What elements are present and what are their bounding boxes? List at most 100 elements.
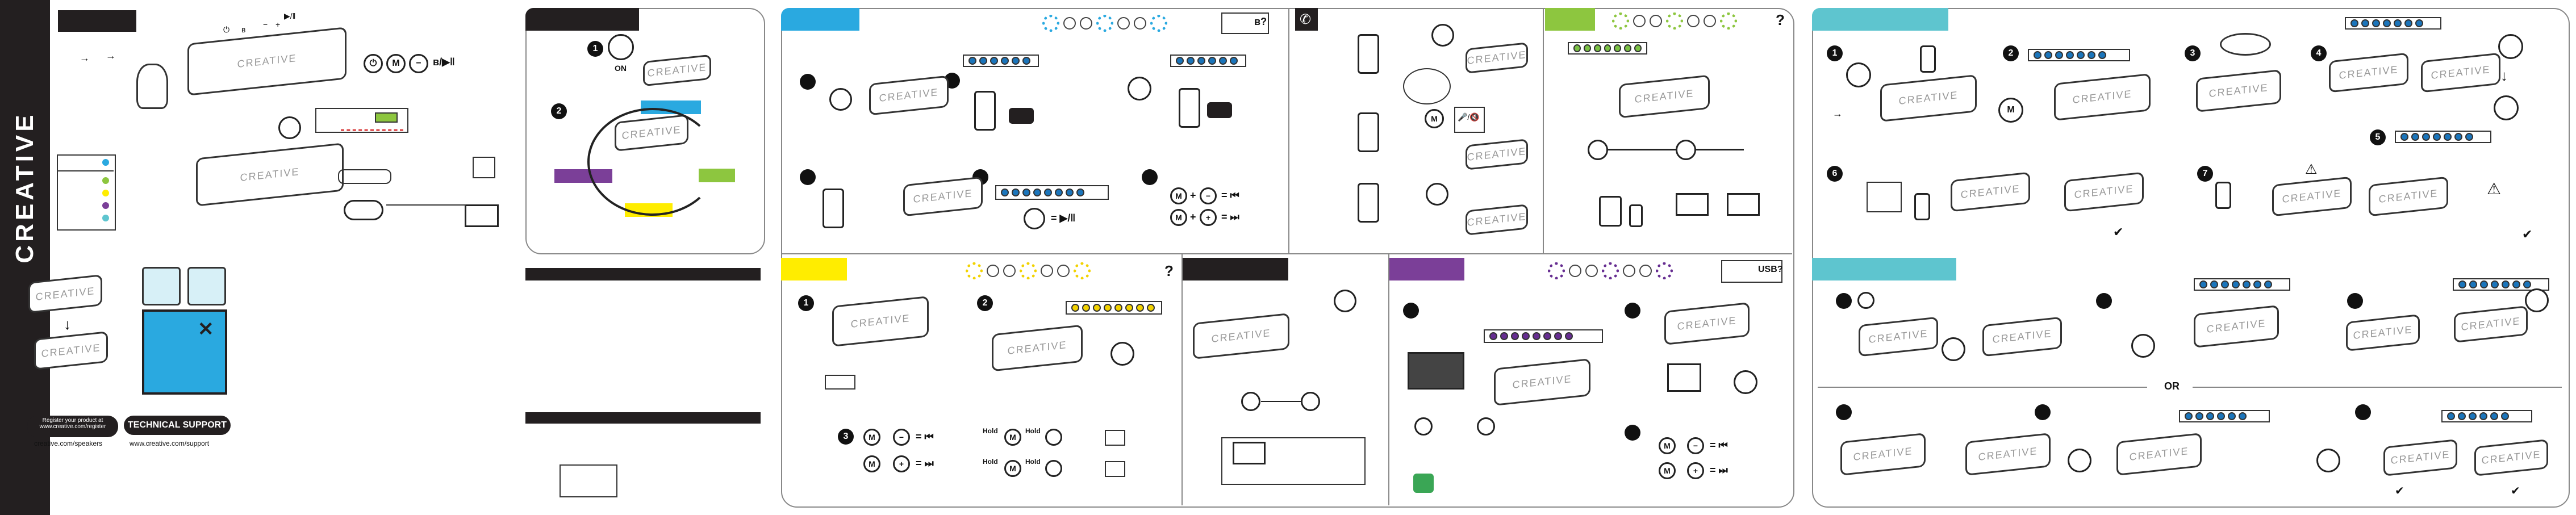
support-pill[interactable]: TECHNICAL SUPPORT xyxy=(124,416,231,435)
pair-phone-7 xyxy=(2215,182,2231,209)
card-hold-m-2: M xyxy=(1004,460,1021,477)
sun-icon xyxy=(1548,262,1565,279)
top-symbol-minus: − xyxy=(263,20,268,29)
led xyxy=(2055,51,2063,59)
led xyxy=(2034,51,2041,59)
card-hold-plus xyxy=(1045,460,1062,477)
pair-button-4 xyxy=(2498,34,2523,59)
pair-down-arrow: ↓ xyxy=(2500,67,2508,84)
submerge-warning-icon xyxy=(142,309,227,395)
bt-led-strip-3 xyxy=(995,185,1109,200)
call-button-1 xyxy=(1431,24,1454,47)
pair-speaker-top-view xyxy=(2220,33,2271,56)
tws-button-icon-6 xyxy=(2316,449,2340,472)
bt-step-marker-3 xyxy=(800,169,816,185)
tws-button-icon-2 xyxy=(1942,337,1965,361)
led xyxy=(2479,412,2487,420)
pair-step5: 5 xyxy=(2370,129,2386,145)
aux-phone xyxy=(1629,204,1643,227)
plus-button-icon: + xyxy=(1200,209,1217,226)
led xyxy=(2469,280,2477,288)
call-m-button: M xyxy=(1425,109,1444,128)
main-horizontal-divider xyxy=(781,253,1792,254)
usb-laptop-screen xyxy=(1408,352,1464,390)
tws-led-strip-1 xyxy=(2194,278,2290,291)
power-panel-header xyxy=(525,8,639,31)
led xyxy=(2243,280,2251,288)
pair-button-1 xyxy=(1846,62,1871,87)
usb-laptop xyxy=(1233,442,1266,464)
pair-led-strip-1 xyxy=(2028,49,2130,61)
pair-phone-6 xyxy=(1914,193,1930,220)
led xyxy=(2217,412,2225,420)
led-off xyxy=(1633,15,1646,27)
led xyxy=(2098,51,2106,59)
sun-icon xyxy=(1666,12,1683,30)
top-symbol-plus: + xyxy=(275,20,281,29)
tws-check-1: ✔ xyxy=(2395,485,2404,497)
top-symbol-bt: ʙ xyxy=(241,25,246,34)
sun-icon xyxy=(966,262,983,279)
led xyxy=(2458,280,2466,288)
card-m-button-2: M xyxy=(863,455,880,472)
download-icon[interactable] xyxy=(1413,474,1434,493)
power-on-label: ON xyxy=(615,64,627,73)
support-label: TECHNICAL SUPPORT xyxy=(128,420,227,430)
pair-phone-1 xyxy=(1920,45,1936,73)
tws-button-icon-3 xyxy=(2131,334,2155,358)
pair-device-box xyxy=(1867,182,1902,212)
register-url[interactable]: creative.com/speakers xyxy=(34,439,103,447)
bt-button-icon xyxy=(829,88,852,111)
pair-header xyxy=(1812,8,1948,31)
card-header xyxy=(781,258,847,280)
tws-step-marker-3 xyxy=(2347,293,2363,309)
call-button-3 xyxy=(1426,183,1448,206)
led xyxy=(2469,412,2477,420)
led xyxy=(1033,189,1041,196)
aux-jack-right xyxy=(1676,140,1696,160)
led xyxy=(2501,412,2509,420)
usb-led-strip xyxy=(1484,329,1603,343)
card-hold-2: Hold xyxy=(1025,427,1041,435)
led xyxy=(2087,51,2095,59)
led xyxy=(1593,44,1601,52)
led-off xyxy=(1117,17,1130,30)
led xyxy=(2523,280,2531,288)
usb-step-marker-2 xyxy=(1625,303,1640,319)
arrow-left-1: → xyxy=(80,52,90,64)
usb-jack-left xyxy=(1241,392,1260,411)
water-icon-ok-1 xyxy=(142,267,181,305)
tws-button-icon-1 xyxy=(1857,292,1874,309)
led xyxy=(1583,44,1591,52)
mode-table xyxy=(57,154,116,231)
sun-icon xyxy=(1656,262,1673,279)
mode-dot-blue xyxy=(102,159,109,166)
bt-phone-icon xyxy=(974,91,996,131)
text-bar-2 xyxy=(525,412,761,424)
aux-jack-left xyxy=(1588,140,1608,160)
register-pill[interactable]: Register your product at www.creative.co… xyxy=(27,416,118,437)
led xyxy=(2228,412,2236,420)
sun-icon xyxy=(1096,15,1113,32)
bt-play-icon: ʙ/▶‖ xyxy=(433,56,455,68)
led xyxy=(1208,57,1216,65)
charging-cable xyxy=(341,129,403,132)
mode-dot-yellow xyxy=(102,190,109,196)
main-vertical-divider-2 xyxy=(1543,8,1544,253)
usb-jack-right xyxy=(1301,392,1320,411)
usb-sun-legend xyxy=(1548,262,1673,279)
usb-step-marker-1 xyxy=(1403,303,1419,319)
aux-cable-line xyxy=(1590,149,1744,150)
pair-check-7: ✔ xyxy=(2522,227,2533,241)
sun-icon xyxy=(1602,262,1619,279)
aux-tablet xyxy=(1599,196,1622,227)
bt-step-marker-5 xyxy=(1142,169,1158,185)
aux-question: ? xyxy=(1776,11,1785,28)
aux-header xyxy=(1545,8,1595,31)
pair-button-4b xyxy=(2494,95,2519,120)
bt-question: ʙ? xyxy=(1254,16,1267,27)
card-hold-m: M xyxy=(1004,429,1021,446)
support-url[interactable]: www.creative.com/support xyxy=(130,439,210,447)
led xyxy=(2502,280,2510,288)
call-phone-3 xyxy=(1358,183,1379,223)
